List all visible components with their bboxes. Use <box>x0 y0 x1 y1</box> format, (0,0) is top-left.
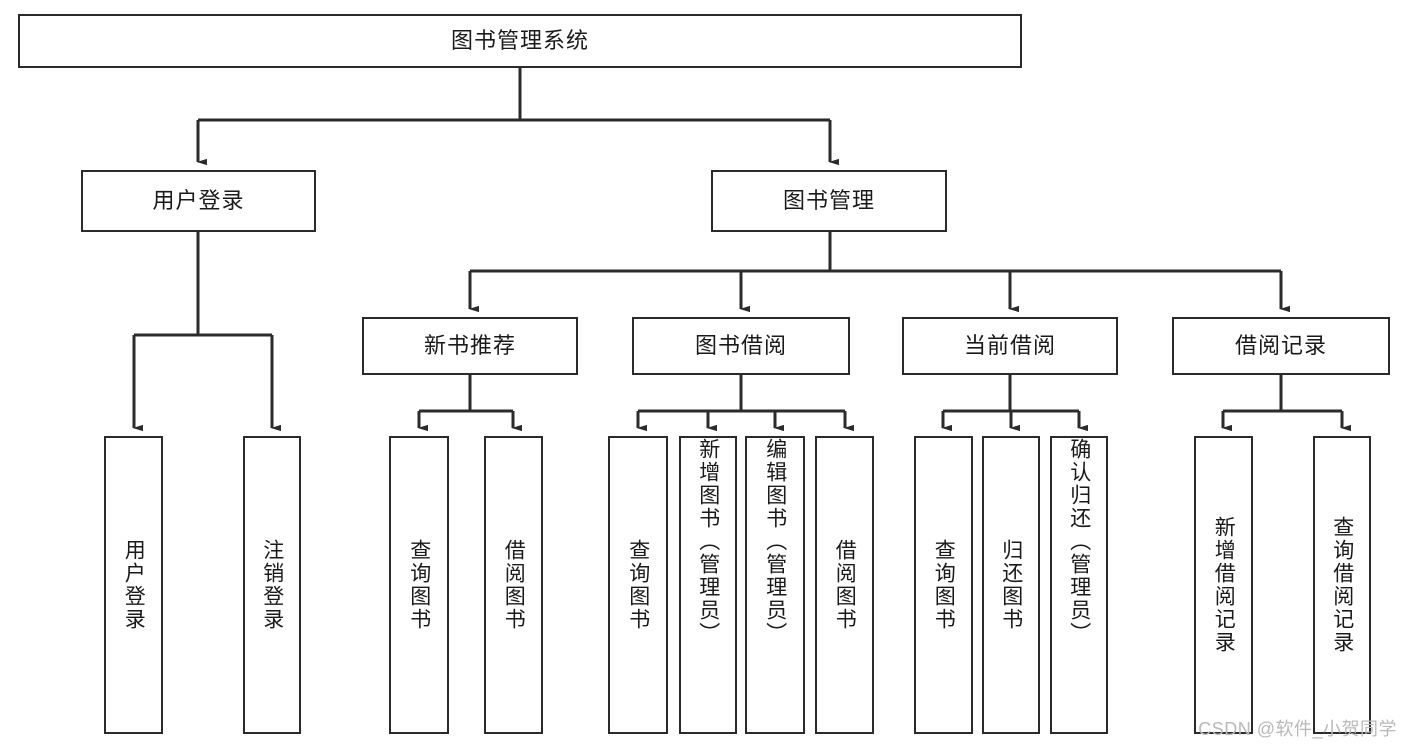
node-book-borrowing[interactable]: 图书借阅 <box>632 317 850 375</box>
node-leaf-query-books-current[interactable]: 查询图书 <box>914 436 973 734</box>
node-label: 当前借阅 <box>963 332 1056 358</box>
node-book-management[interactable]: 图书管理 <box>711 170 947 232</box>
node-label: 用户登录 <box>152 187 245 213</box>
node-label: 归还图书 <box>999 539 1023 631</box>
node-current-borrowing[interactable]: 当前借阅 <box>902 317 1118 375</box>
node-leaf-borrow-books-newbook[interactable]: 借阅图书 <box>484 436 543 734</box>
node-leaf-logout[interactable]: 注销登录 <box>243 436 301 734</box>
node-label: 借阅图书 <box>833 539 857 631</box>
node-user-login[interactable]: 用户登录 <box>81 170 316 232</box>
node-leaf-add-borrow-record[interactable]: 新增借阅记录 <box>1194 436 1253 734</box>
node-leaf-confirm-return-admin[interactable]: 确认归还（管理员） <box>1050 436 1108 734</box>
node-leaf-edit-book-admin[interactable]: 编辑图书（管理员） <box>745 436 805 734</box>
node-label: 注销登录 <box>260 539 284 631</box>
node-leaf-query-books-newbook[interactable]: 查询图书 <box>389 436 449 734</box>
node-label: 查询图书 <box>407 539 431 631</box>
node-borrowing-records[interactable]: 借阅记录 <box>1172 317 1390 375</box>
node-leaf-user-login[interactable]: 用户登录 <box>104 436 163 734</box>
node-leaf-add-book-admin[interactable]: 新增图书（管理员） <box>679 436 737 734</box>
node-leaf-borrow-books-borrowing[interactable]: 借阅图书 <box>815 436 874 734</box>
node-label: 编辑图书（管理员） <box>763 438 787 645</box>
node-leaf-query-books-borrowing[interactable]: 查询图书 <box>608 436 668 734</box>
node-label: 查询图书 <box>932 539 956 631</box>
node-label: 图书管理 <box>782 187 875 213</box>
node-label: 新增借阅记录 <box>1212 516 1236 654</box>
node-label: 查询借阅记录 <box>1330 516 1354 654</box>
node-label: 图书借阅 <box>694 332 787 358</box>
node-label: 图书管理系统 <box>450 27 589 53</box>
node-label: 新增图书（管理员） <box>696 438 720 645</box>
node-label: 借阅记录 <box>1234 332 1327 358</box>
node-label: 新书推荐 <box>423 332 516 358</box>
node-new-book-recommendation[interactable]: 新书推荐 <box>362 317 578 375</box>
node-label: 用户登录 <box>122 539 146 631</box>
node-label: 查询图书 <box>626 539 650 631</box>
node-label: 确认归还（管理员） <box>1067 438 1091 645</box>
node-book-management-system[interactable]: 图书管理系统 <box>18 14 1022 68</box>
node-label: 借阅图书 <box>502 539 526 631</box>
node-leaf-return-books[interactable]: 归还图书 <box>982 436 1040 734</box>
node-leaf-query-borrow-record[interactable]: 查询借阅记录 <box>1313 436 1371 734</box>
